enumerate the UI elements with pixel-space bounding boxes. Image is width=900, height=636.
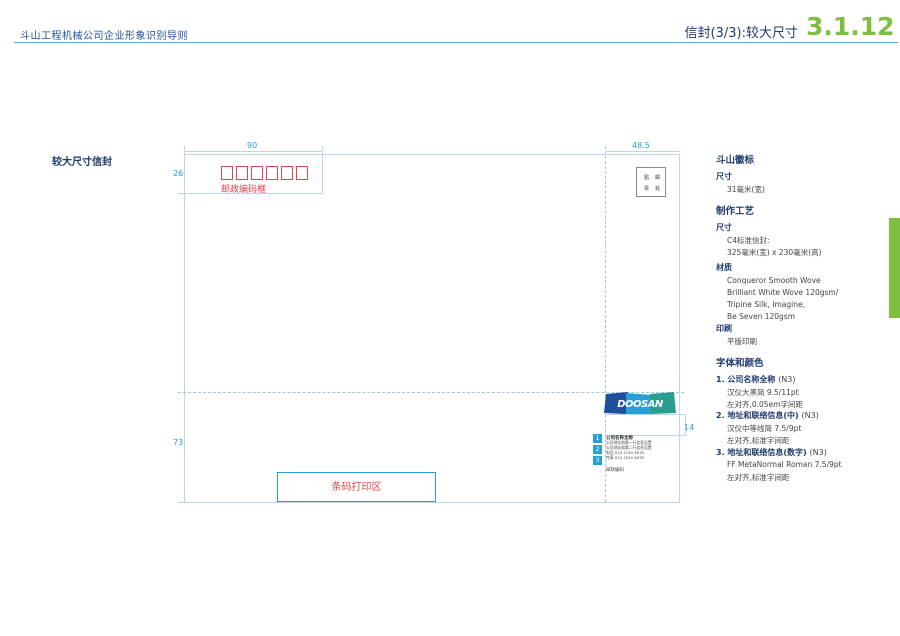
dimension-top-height: 26 [173, 169, 184, 178]
dimension-right-width: 48.5 [632, 141, 650, 150]
guide-bottom-tick [178, 502, 186, 503]
spec-item-2-title: 2. 地址和联络信息(中) (N3) [716, 410, 819, 421]
spec-printing-label: 印刷 [716, 324, 732, 333]
envelope-top-edge [184, 154, 680, 155]
spec-item-2-font: 汉仪中等线简 7.5/9pt [727, 424, 802, 433]
spec-item-1-name: 1. 公司名称全称 [716, 375, 776, 384]
spec-material-label: 材质 [716, 263, 732, 272]
guide-left-margin [184, 146, 185, 154]
spec-production-heading: 制作工艺 [716, 206, 755, 217]
dimension-left-width: 90 [247, 141, 258, 150]
spec-material-value: Tripine Silk, Imagine, [727, 300, 805, 309]
postcode-label: 邮政编码 [606, 468, 624, 473]
document-title: 斗山工程机械公司企业形象识别导则 [20, 31, 188, 42]
guide-zip-right [322, 146, 323, 193]
stamp-char: 处 [655, 186, 661, 192]
stamp-char: 票 [644, 186, 650, 192]
logo-wordmark: DOOSAN [617, 399, 664, 410]
zip-code-box [236, 166, 248, 180]
spec-item-1-title: 1. 公司名称全称 (N3) [716, 374, 796, 385]
spec-item-2-color: (N3) [801, 411, 819, 420]
envelope-right-edge [679, 154, 680, 502]
spec-material-value: Conqueror Smooth Wove [727, 276, 821, 285]
variant-label: 较大尺寸信封 [52, 157, 112, 168]
spec-size-label: 尺寸 [716, 223, 732, 232]
envelope-bottom-edge [184, 502, 680, 503]
zip-code-box [296, 166, 308, 180]
side-tab-marker [889, 218, 900, 318]
barcode-print-area: 条码打印区 [277, 472, 436, 502]
guide-width-48 [605, 151, 680, 152]
spec-logo-size-label: 尺寸 [716, 172, 732, 181]
spec-item-2-name: 2. 地址和联络信息(中) [716, 411, 799, 420]
spec-font-heading: 字体和颜色 [716, 358, 764, 369]
section-title: 信封(3/3):较大尺寸 [684, 26, 798, 41]
spec-item-3-font: FF MetaNormal Roman 7.5/9pt [727, 460, 842, 469]
company-name: 公司名称全称 [606, 436, 633, 441]
spec-item-2-align: 左对齐,标准字间距 [727, 436, 790, 445]
doosan-logo: DOOSAN [604, 392, 676, 414]
address-marker-2: 2 [593, 445, 602, 454]
spec-printing-value: 平版印刷 [727, 337, 757, 346]
spec-size-value: C4标准信封: [727, 236, 770, 245]
zip-code-box [251, 166, 263, 180]
guide-zip-bottom [178, 193, 323, 194]
spec-item-3-name: 3. 地址和联络信息(数字) [716, 448, 807, 457]
section-number: 3.1.12 [806, 12, 895, 41]
address-line: 传真 010 1234 5678 [606, 455, 644, 460]
address-marker-1: 1 [593, 434, 602, 443]
spec-item-1-font: 汉仪大黑简 9.5/11pt [727, 388, 799, 397]
stamp-area: 贴 邮 票 处 [636, 167, 666, 197]
stamp-char: 贴 [644, 175, 650, 181]
spec-logo-heading: 斗山徽标 [716, 155, 755, 166]
dimension-logo-offset: 14 [684, 423, 695, 432]
zip-code-label: 邮政编码框 [221, 185, 267, 195]
spec-item-3-color: (N3) [809, 448, 827, 457]
spec-size-value: 325毫米(宽) x 230毫米(高) [727, 248, 822, 257]
guide-width-90 [184, 151, 322, 152]
spec-material-value: Brilliant White Wove 120gsm/ [727, 288, 839, 297]
guide-right-margin [605, 146, 606, 502]
spec-logo-size-value: 31毫米(宽) [727, 185, 765, 194]
guide-logo-spacing [605, 435, 685, 436]
address-marker-3: 3 [593, 456, 602, 465]
zip-code-box [281, 166, 293, 180]
guide-logo-bottom [605, 414, 685, 415]
spec-item-3-align: 左对齐,标准字间距 [727, 473, 790, 482]
guide-logo-spacing-v [685, 414, 686, 436]
address-line: 电话 010 1234 5678 [606, 450, 644, 455]
header-rule [14, 42, 898, 43]
zip-code-box [221, 166, 233, 180]
address-line: 公司地址和第一行信息设置 [606, 440, 652, 445]
address-line: 公司地址和第二行信息设置 [606, 445, 652, 450]
guide-bottom-area [178, 392, 684, 393]
dimension-bottom-height: 73 [173, 438, 184, 447]
spec-item-1-align: 左对齐,0.05em字间距 [727, 400, 804, 409]
spec-material-value: Be Seven 120gsm [727, 312, 795, 321]
spec-item-1-color: (N3) [778, 375, 796, 384]
zip-code-box [266, 166, 278, 180]
stamp-char: 邮 [655, 175, 661, 181]
envelope-left-edge [184, 154, 185, 502]
spec-item-3-title: 3. 地址和联络信息(数字) (N3) [716, 447, 827, 458]
